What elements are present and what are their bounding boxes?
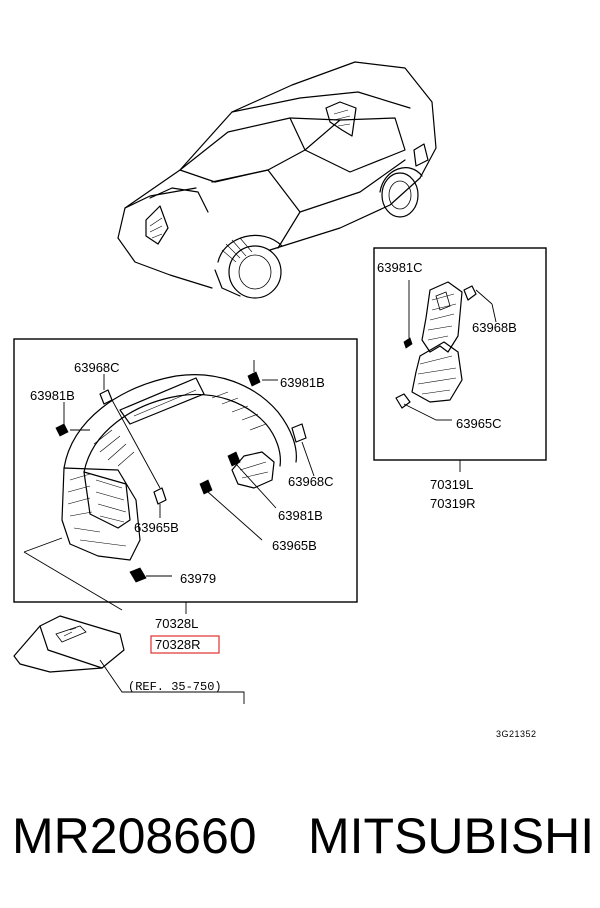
label-63981B-left: 63981B — [30, 388, 75, 403]
label-63968C-right: 63968C — [288, 474, 334, 489]
label-70319R: 70319R — [430, 496, 476, 511]
label-63965B-right: 63965B — [272, 538, 317, 553]
label-63979: 63979 — [180, 571, 216, 586]
label-63981B-right: 63981B — [278, 508, 323, 523]
label-63968B: 63968B — [472, 320, 517, 335]
label-70328R: 70328R — [155, 637, 201, 652]
parts-diagram: 63981C 63968B 63965C 70319L 70319R — [13, 61, 547, 739]
label-63965C: 63965C — [456, 416, 502, 431]
label-63965B-left: 63965B — [134, 520, 179, 535]
label-63981C: 63981C — [377, 260, 423, 275]
diagram-code: 3G21352 — [496, 729, 537, 739]
rear-mudguard-box — [373, 247, 547, 472]
highlight-box-70328R — [150, 635, 220, 654]
under-cover-illustration — [13, 615, 245, 704]
label-63981B-top: 63981B — [280, 375, 325, 390]
label-70319L: 70319L — [430, 477, 473, 492]
part-number: MR208660 — [12, 808, 257, 864]
car-illustration — [117, 61, 437, 299]
footer: MR208660 MITSUBISHI — [0, 800, 600, 880]
label-70328L: 70328L — [155, 616, 198, 631]
label-reference: (REF. 35-750) — [128, 680, 222, 694]
label-63968C-top: 63968C — [74, 360, 120, 375]
front-liner-box — [13, 338, 358, 614]
brand-name: MITSUBISHI — [308, 808, 595, 864]
